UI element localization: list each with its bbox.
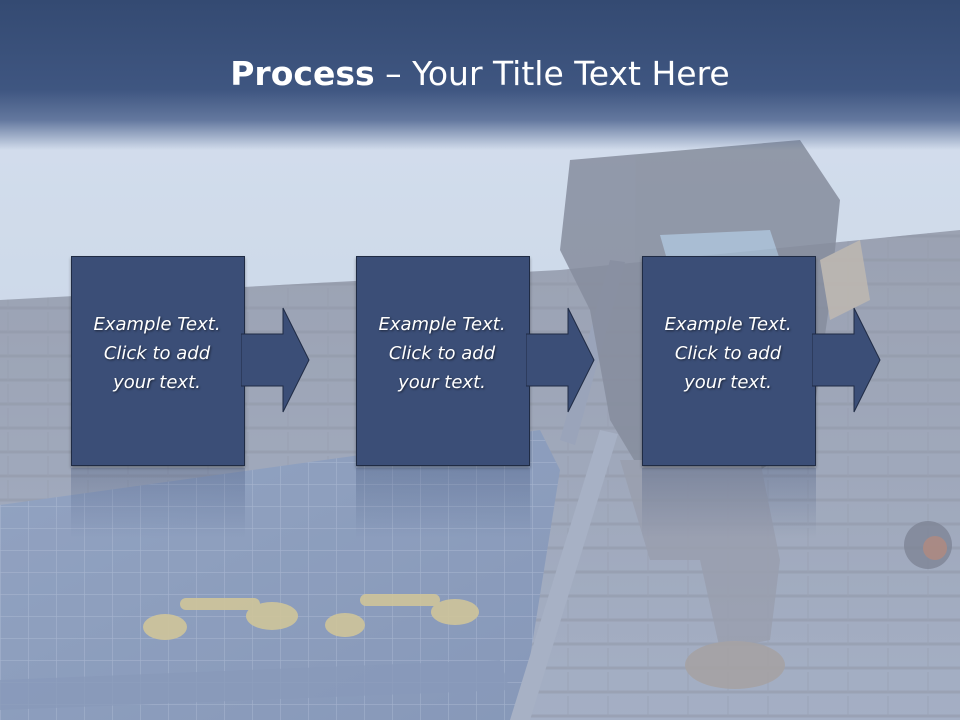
step-reflection — [71, 468, 245, 538]
arrow-right-icon — [812, 307, 881, 413]
step-box — [642, 256, 816, 466]
step-box — [71, 256, 245, 466]
step-reflection — [642, 468, 816, 538]
arrow-right-icon — [241, 307, 310, 413]
step-text: Example Text. Click to add your text. — [664, 314, 792, 393]
step-text: Example Text. Click to add your text. — [93, 314, 221, 393]
step-reflection — [356, 468, 530, 538]
title-rest: – Your Title Text Here — [374, 54, 730, 93]
arrow-right-icon — [526, 307, 595, 413]
title-band — [0, 0, 960, 150]
title-bold: Process — [230, 54, 375, 93]
step-box — [356, 256, 530, 466]
process-step-1[interactable]: Example Text. Click to add your text. — [71, 256, 310, 466]
process-step-3[interactable]: Example Text. Click to add your text. — [642, 256, 881, 466]
step-text: Example Text. Click to add your text. — [378, 314, 506, 393]
slide-title[interactable]: Process – Your Title Text Here — [0, 52, 960, 96]
process-step-2[interactable]: Example Text. Click to add your text. — [356, 256, 595, 466]
